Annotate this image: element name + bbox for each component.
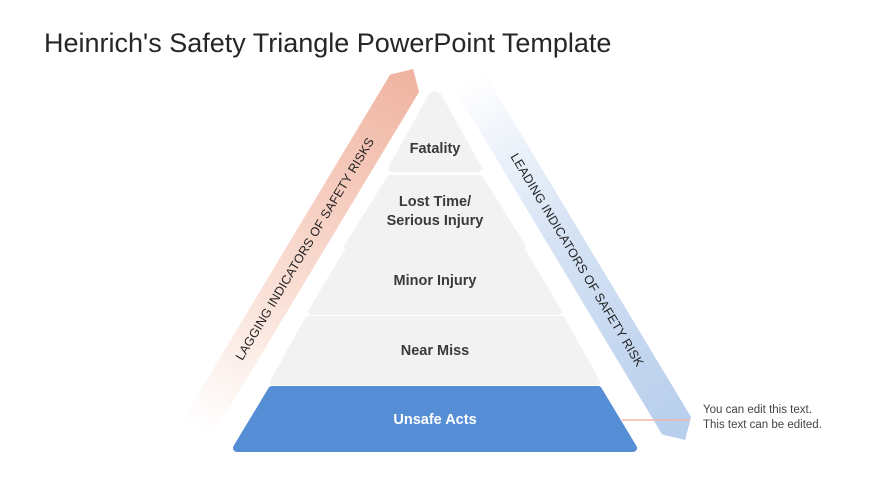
slide-title: Heinrich's Safety Triangle PowerPoint Te… [44,28,612,58]
tier-label-near-miss: Near Miss [400,343,470,359]
tier-label-lost-time: Lost Time/Serious Injury [335,193,535,231]
tier-lost-time[interactable] [344,175,526,250]
editable-caption[interactable]: You can edit this text. This text can be … [703,403,822,433]
tier-label-minor-injury: Minor Injury [393,273,477,289]
caption-line: This text can be edited. [703,419,822,431]
tier-label-unsafe-acts: Unsafe Acts [393,412,477,428]
caption-line: You can edit this text. [703,404,812,416]
tier-label-line: Lost Time/ [398,194,472,210]
tier-fatality[interactable] [388,91,482,172]
tier-label-fatality: Fatality [409,141,461,157]
tier-near-miss[interactable] [270,316,600,385]
tier-label-line: Serious Injury [386,213,484,229]
tier-minor-injury[interactable] [308,250,562,315]
tier-unsafe-acts[interactable] [233,386,637,452]
